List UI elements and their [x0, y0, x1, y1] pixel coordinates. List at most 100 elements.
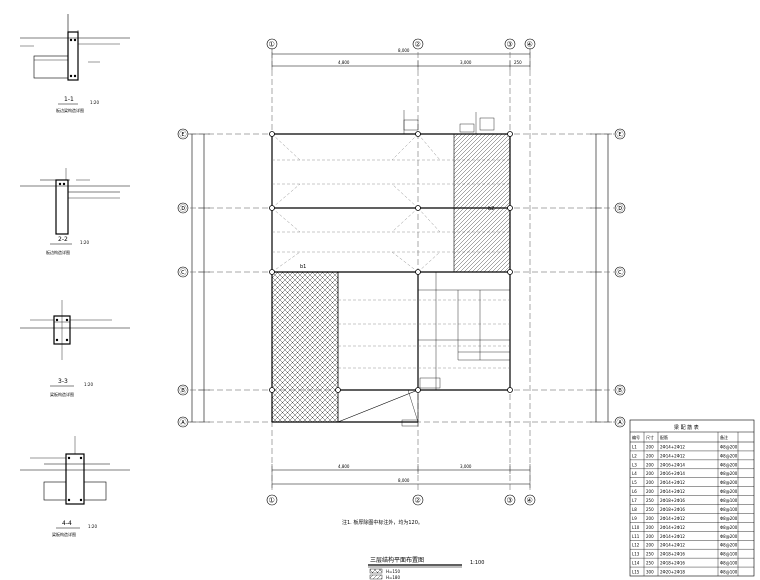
- axis-bubble-D-left: Ⓓ: [177, 202, 189, 214]
- schedule-cell: L6: [632, 489, 637, 494]
- axis-bubble-3-bottom: ③: [504, 494, 516, 506]
- schedule-cell: 2Φ14+2Φ12: [660, 480, 685, 485]
- svg-text:Ⓓ: Ⓓ: [180, 205, 187, 213]
- schedule-cell: 2Φ14+2Φ12: [660, 453, 685, 458]
- axis-bubble-D-right: Ⓓ: [614, 202, 626, 214]
- schedule-cell: 2Φ16+2Φ14: [660, 471, 685, 476]
- svg-text:Ⓒ: Ⓒ: [617, 269, 624, 277]
- axis-bubble-C-left: Ⓒ: [177, 266, 189, 278]
- schedule-cell: 2Φ16+2Φ14: [660, 462, 685, 467]
- axis-bubble-A-right: Ⓐ: [614, 416, 626, 428]
- schedule-cell: 200: [646, 516, 654, 521]
- schedule-cell: 200: [646, 489, 654, 494]
- dim-seg2-top: 3,000: [460, 60, 472, 65]
- axis-bubble-C-right: Ⓒ: [614, 266, 626, 278]
- schedule-cell: Φ8@200: [720, 471, 738, 476]
- plan-note: 注1. 板厚除图中标注外，均为120。: [342, 519, 423, 526]
- schedule-cell: Φ8@200: [720, 516, 738, 521]
- schedule-cell: Φ8@100: [720, 570, 738, 575]
- section-scale: 1:20: [88, 524, 97, 529]
- section-title: 3-3: [58, 378, 68, 385]
- axis-bubble-E-left: Ⓔ: [177, 128, 189, 140]
- floor-plan: 8,000 4,800 3,000 250 4,800 3,000 8,000: [177, 38, 626, 506]
- svg-text:Ⓒ: Ⓒ: [180, 269, 187, 277]
- schedule-cell: L11: [632, 534, 640, 539]
- schedule-cell: 200: [646, 534, 654, 539]
- schedule-cell: L3: [632, 462, 637, 467]
- schedule-cell: 2Φ14+2Φ12: [660, 525, 685, 530]
- svg-text:Ⓐ: Ⓐ: [180, 419, 187, 427]
- section-subtitle: 梁板构造详图: [52, 531, 76, 537]
- schedule-cell: L13: [632, 552, 640, 557]
- axis-bubble-3-top: ③: [504, 38, 516, 50]
- dim-total-bottom: 8,000: [398, 478, 410, 483]
- section-scale: 1:20: [84, 382, 93, 387]
- hatch-slab-b2: [453, 133, 511, 273]
- section-2-2: 2-2 1:20 板边构造详图: [20, 168, 130, 255]
- schedule-cell: 300: [646, 570, 654, 575]
- schedule-cell: Φ8@200: [720, 480, 738, 485]
- schedule-cell: 2Φ14+2Φ12: [660, 534, 685, 539]
- schedule-header: 配筋: [660, 434, 668, 440]
- svg-text:Ⓔ: Ⓔ: [617, 131, 624, 139]
- schedule-cell: Φ8@200: [720, 444, 738, 449]
- schedule-cell: Φ8@200: [720, 543, 738, 548]
- columns: [269, 131, 513, 393]
- axis-bubble-1-bottom: ①: [266, 494, 278, 506]
- slab-mark-b1: b1: [300, 264, 306, 270]
- schedule-cell: 2Φ20+2Φ18: [660, 570, 685, 575]
- svg-text:③: ③: [507, 497, 513, 505]
- svg-text:②: ②: [415, 497, 421, 505]
- schedule-cell: L1: [632, 444, 637, 449]
- schedule-cell: Φ8@200: [720, 534, 738, 539]
- section-subtitle: 板边构造详图: [46, 249, 70, 255]
- schedule-header: 备注: [720, 434, 728, 440]
- schedule-title: 梁 配 筋 表: [674, 424, 699, 431]
- svg-text:Ⓑ: Ⓑ: [180, 387, 187, 395]
- section-scale: 1:20: [80, 240, 89, 245]
- section-title: 1-1: [64, 96, 74, 103]
- section-title: 4-4: [62, 520, 72, 527]
- drawing-title-block: 三层结构平面布置图 1:100: [368, 556, 484, 568]
- dim-seg2-bottom: 3,000: [460, 464, 472, 469]
- schedule-cell: Φ8@100: [720, 498, 738, 503]
- schedule-cell: L7: [632, 498, 637, 503]
- schedule-cell: 2Φ14+2Φ12: [660, 516, 685, 521]
- svg-text:④: ④: [527, 497, 533, 505]
- section-1-1: 1-1 1:20 板边梁构造详图: [20, 14, 130, 113]
- dim-total-top: 8,000: [398, 48, 410, 53]
- section-title: 2-2: [58, 236, 68, 243]
- schedule-cell: Φ8@200: [720, 462, 738, 467]
- svg-text:④: ④: [527, 41, 533, 49]
- svg-text:Ⓔ: Ⓔ: [180, 131, 187, 139]
- schedule-cell: 200: [646, 453, 654, 458]
- schedule-cell: L12: [632, 543, 640, 548]
- schedule-cell: L8: [632, 507, 637, 512]
- schedule-cell: 250: [646, 498, 654, 503]
- drawing-scale: 1:100: [470, 560, 484, 566]
- section-subtitle: 梁板构造详图: [50, 391, 74, 397]
- schedule-cell: L5: [632, 480, 637, 485]
- slab-mark-b2: b2: [488, 206, 494, 212]
- schedule-cell: 200: [646, 525, 654, 530]
- axis-bubble-4-bottom: ④: [524, 494, 536, 506]
- hatch-slab-b1: [271, 271, 339, 423]
- schedule-cell: Φ8@200: [720, 489, 738, 494]
- schedule-cell: 250: [646, 552, 654, 557]
- schedule-cell: 250: [646, 507, 654, 512]
- drawing-title: 三层结构平面布置图: [370, 556, 424, 564]
- schedule-cell: Φ8@100: [720, 552, 738, 557]
- section-4-4: 4-4 1:20 梁板构造详图: [20, 436, 130, 537]
- schedule-cell: 200: [646, 471, 654, 476]
- section-3-3: 3-3 1:20 梁板构造详图: [20, 300, 130, 397]
- schedule-cell: L14: [632, 561, 640, 566]
- schedule-cell: 2Φ18+2Φ16: [660, 498, 685, 503]
- schedule-cell: Φ8@100: [720, 507, 738, 512]
- svg-text:①: ①: [269, 41, 275, 49]
- axis-bubble-E-right: Ⓔ: [614, 128, 626, 140]
- schedule-cell: L2: [632, 453, 637, 458]
- svg-text:Ⓑ: Ⓑ: [617, 387, 624, 395]
